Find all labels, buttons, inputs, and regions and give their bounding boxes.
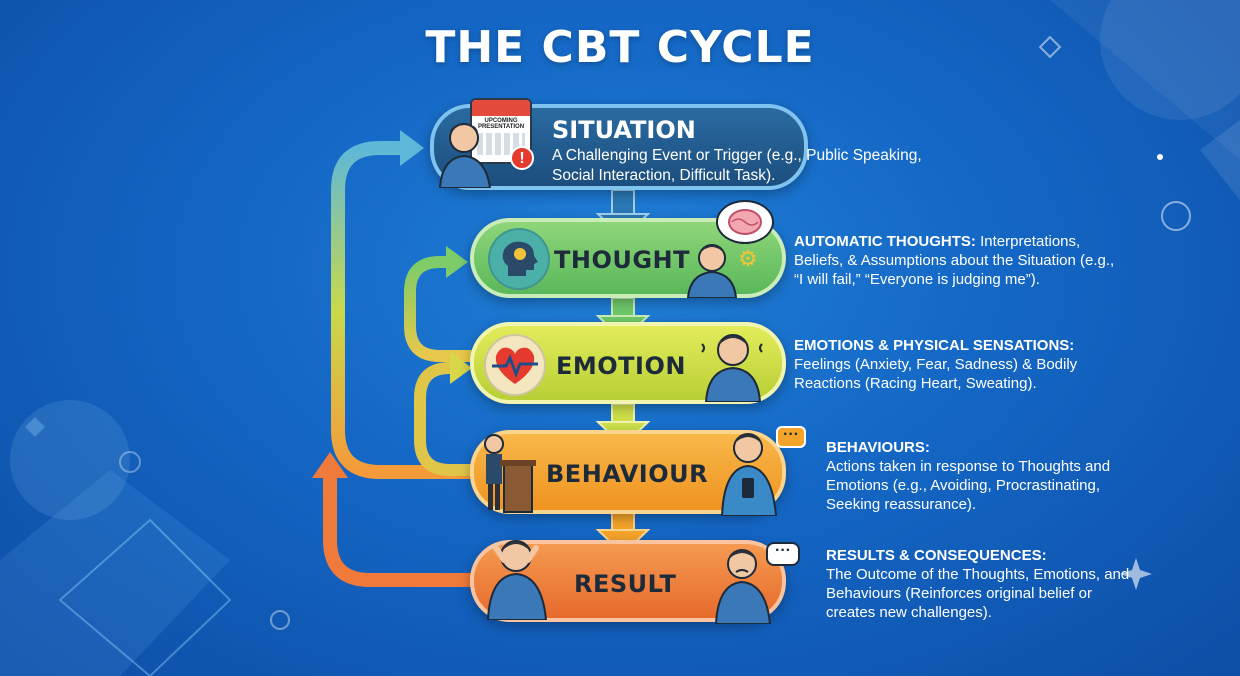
sad-person-icon bbox=[714, 549, 772, 624]
phone-person-icon bbox=[720, 433, 778, 516]
speech-bubble-icon: ··· bbox=[776, 426, 806, 448]
podium-icon bbox=[484, 434, 536, 513]
calendar-text-presentation: PRESENTATION bbox=[477, 124, 525, 130]
alert-icon: ! bbox=[510, 146, 534, 170]
page-title: THE CBT CYCLE bbox=[425, 22, 815, 73]
behaviour-label: BEHAVIOUR bbox=[546, 460, 709, 488]
calendar-text-upcoming: UPCOMING bbox=[484, 118, 518, 124]
thinking-person-icon bbox=[686, 244, 738, 298]
thought-description: Interpretations, Beliefs, & Assumptions … bbox=[794, 233, 1115, 288]
behaviour-description-block: BEHAVIOURS: Actions taken in response to… bbox=[826, 438, 1116, 514]
emotion-heading: EMOTIONS & PHYSICAL SENSATIONS: bbox=[794, 337, 1075, 354]
phone-icon bbox=[742, 478, 754, 498]
situation-label: SITUATION bbox=[552, 116, 696, 144]
result-heading: RESULTS & CONSEQUENCES: bbox=[826, 547, 1047, 564]
result-description: The Outcome of the Thoughts, Emotions, a… bbox=[826, 566, 1130, 621]
feedback-arrow-to-behaviour bbox=[323, 463, 477, 587]
thought-bubble-icon bbox=[716, 200, 774, 244]
feedback-arrow-to-situation bbox=[331, 141, 477, 479]
behaviour-heading: BEHAVIOURS: bbox=[826, 439, 930, 456]
emotion-label: EMOTION bbox=[556, 352, 686, 380]
situation-description: A Challenging Event or Trigger (e.g., Pu… bbox=[552, 147, 922, 184]
emotion-description-block: EMOTIONS & PHYSICAL SENSATIONS: Feelings… bbox=[794, 336, 1114, 393]
feedback-arrow-to-thought bbox=[404, 256, 476, 362]
thought-heading: AUTOMATIC THOUGHTS: bbox=[794, 233, 976, 250]
brain-head-icon bbox=[488, 228, 550, 290]
stressed-person-icon bbox=[486, 540, 548, 620]
heartbeat-icon bbox=[484, 334, 546, 396]
thought-description-block: AUTOMATIC THOUGHTS: Interpretations, Bel… bbox=[794, 232, 1124, 289]
behaviour-description: Actions taken in response to Thoughts an… bbox=[826, 458, 1111, 513]
presenter-person-icon bbox=[438, 123, 492, 188]
result-label: RESULT bbox=[574, 570, 677, 598]
feedback-arrow-to-emotion bbox=[414, 362, 476, 476]
result-description-block: RESULTS & CONSEQUENCES: The Outcome of t… bbox=[826, 546, 1136, 622]
anxious-person-icon bbox=[701, 334, 763, 402]
thought-label: THOUGHT bbox=[554, 246, 691, 274]
emotion-description: Feelings (Anxiety, Fear, Sadness) & Bodi… bbox=[794, 356, 1078, 392]
gears-icon: ⚙ bbox=[738, 246, 758, 271]
speech-bubble-icon: ··· bbox=[766, 542, 800, 566]
